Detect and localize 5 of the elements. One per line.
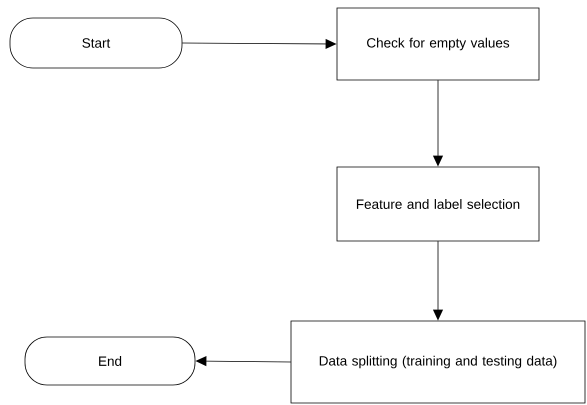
process-box: Data splitting (training and testing data)	[290, 320, 586, 404]
terminal-box: End	[24, 336, 196, 386]
terminal-box: Start	[10, 18, 182, 68]
process-box: Feature and label selection	[336, 166, 540, 242]
process-box: Check for empty values	[336, 8, 540, 80]
